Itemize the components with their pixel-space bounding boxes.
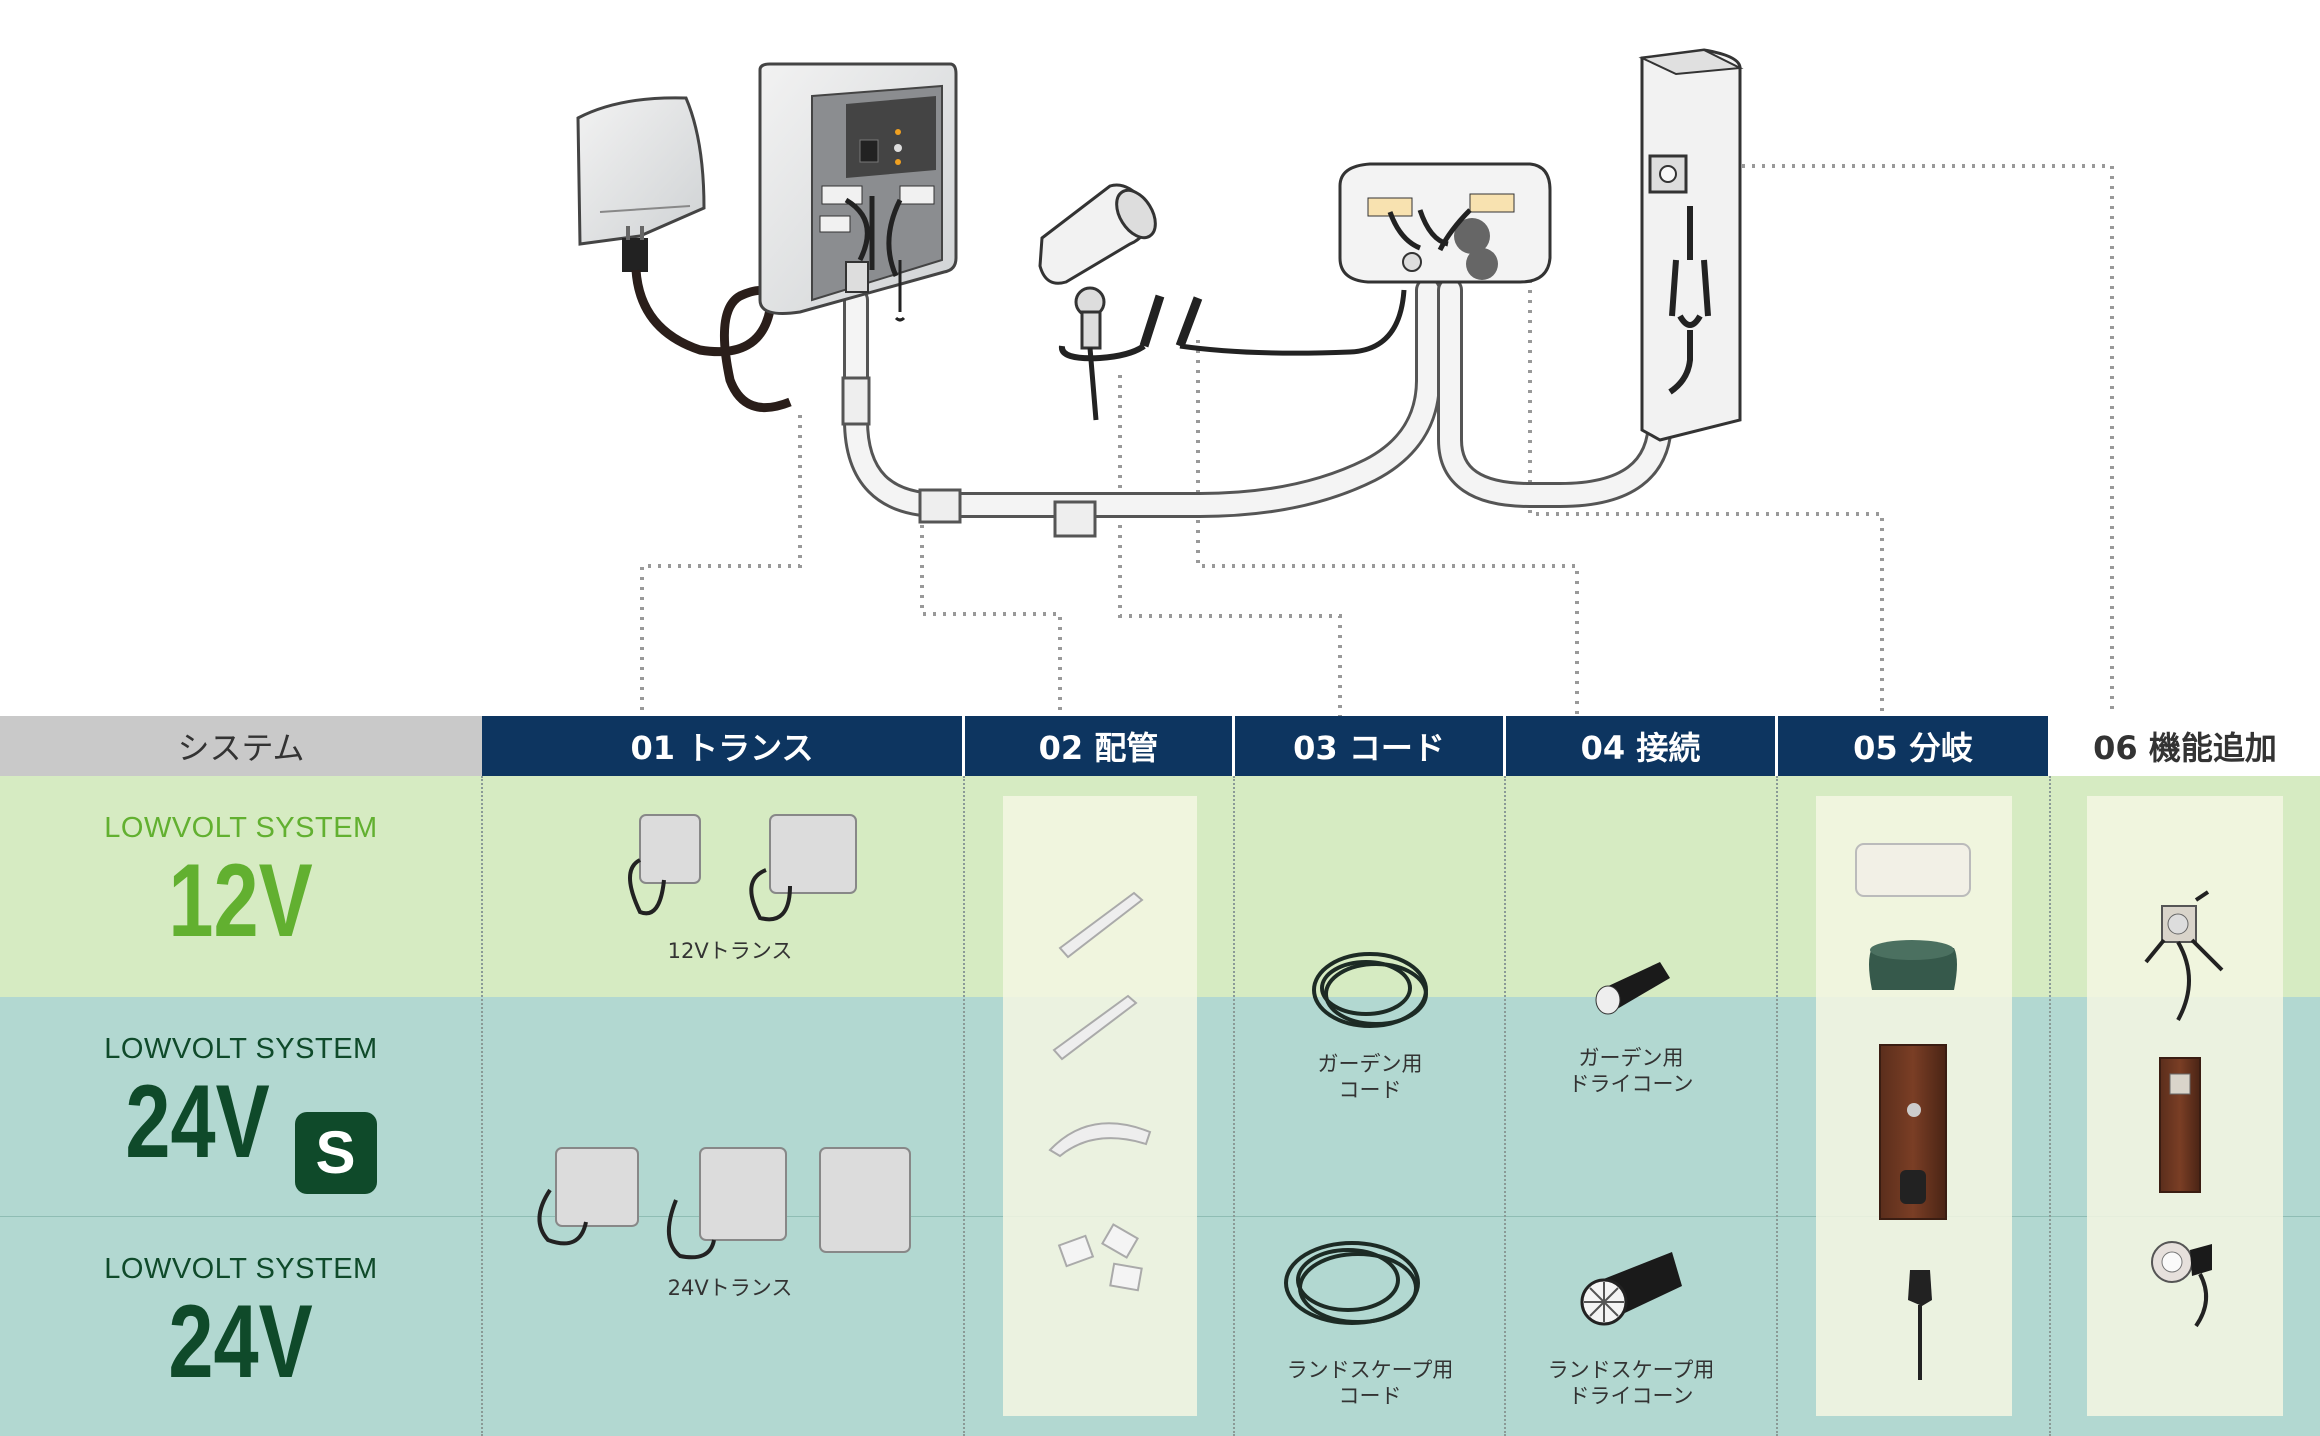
system-12v-voltage: 12V bbox=[168, 843, 314, 959]
column-separator bbox=[2049, 776, 2051, 1436]
product-branch-items bbox=[1855, 843, 1971, 1380]
product-drycones bbox=[1580, 962, 1682, 1326]
label-landscape-drycone: ランドスケープ用ドライコーン bbox=[1547, 1358, 1715, 1409]
panel-02-piping bbox=[1003, 796, 1197, 1416]
system-24vs-caption: LOWVOLT SYSTEM bbox=[104, 1033, 378, 1065]
product-pipes bbox=[1048, 891, 1152, 1292]
transformer-box-icon bbox=[758, 62, 958, 322]
header-02-piping: 02 配管 bbox=[965, 716, 1232, 776]
label-24v-transformer: 24Vトランス bbox=[667, 1276, 793, 1300]
product-24v-transformer bbox=[537, 1147, 911, 1260]
label-garden-cord: ガーデン用コード bbox=[1317, 1052, 1423, 1103]
column-separator bbox=[481, 776, 483, 1436]
system-24v-voltage: 24V bbox=[168, 1284, 314, 1400]
system-24v-caption: LOWVOLT SYSTEM bbox=[104, 1253, 378, 1285]
post-light-icon bbox=[1638, 48, 1744, 442]
header-01-transformer: 01 トランス bbox=[482, 716, 962, 776]
pipe-joint bbox=[918, 488, 962, 524]
junction-box-icon bbox=[1338, 162, 1552, 284]
system-24vs-voltage: 24V bbox=[125, 1064, 271, 1180]
label-12v-transformer: 12Vトランス bbox=[667, 939, 793, 963]
system-24v-s: LOWVOLT SYSTEM 24V S bbox=[0, 1033, 482, 1194]
label-garden-drycone: ガーデン用ドライコーン bbox=[1568, 1046, 1694, 1097]
pipe-joint bbox=[841, 376, 871, 426]
header-system: システム bbox=[0, 716, 482, 776]
s-badge: S bbox=[294, 1111, 377, 1194]
product-function-items bbox=[2144, 890, 2224, 1328]
label-landscape-cord: ランドスケープ用コード bbox=[1286, 1358, 1454, 1409]
column-separator bbox=[1504, 776, 1506, 1436]
header-06-function: 06 機能追加 bbox=[2050, 716, 2320, 776]
product-cords bbox=[1284, 952, 1428, 1325]
system-12v: LOWVOLT SYSTEM 12V bbox=[0, 812, 482, 953]
header-03-cord: 03 コード bbox=[1235, 716, 1503, 776]
column-separator bbox=[963, 776, 965, 1436]
system-12v-caption: LOWVOLT SYSTEM bbox=[104, 812, 378, 844]
pipe-joint bbox=[1053, 500, 1097, 538]
column-separator bbox=[1233, 776, 1235, 1436]
wall-outlet-icon bbox=[576, 96, 792, 413]
product-12v-transformer bbox=[628, 814, 857, 922]
system-24v: LOWVOLT SYSTEM 24V bbox=[0, 1253, 482, 1394]
column-separator bbox=[1776, 776, 1778, 1436]
header-05-branch: 05 分岐 bbox=[1778, 716, 2048, 776]
spotlight-icon bbox=[1038, 183, 1407, 421]
header-04-connection: 04 接続 bbox=[1506, 716, 1775, 776]
conduit-pipe bbox=[843, 277, 1703, 518]
